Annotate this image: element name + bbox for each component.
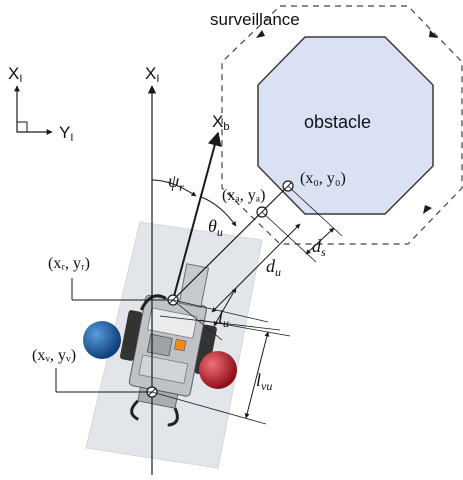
surveillance-direction-arrow <box>256 30 265 38</box>
surveillance-direction-arrow <box>423 205 432 214</box>
psi-angle-arc <box>151 179 197 197</box>
obstacle <box>257 36 434 215</box>
avoidance-point-label: (xₐ, yₐ) <box>222 187 265 204</box>
inertial-frame-legend: XI YI <box>8 64 73 144</box>
svg-text:XI: XI <box>8 64 22 85</box>
svg-text:θu: θu <box>208 216 223 239</box>
red-ball <box>199 351 237 389</box>
inertial-x-small-subscript: I <box>19 73 22 85</box>
psi-label: ψ <box>168 171 180 191</box>
theta-label: θ <box>208 216 217 236</box>
ds-subscript: s <box>321 245 326 259</box>
inertial-x-main-subscript: I <box>156 73 159 85</box>
svg-text:Xb: Xb <box>212 112 229 133</box>
svg-text:du: du <box>266 256 281 279</box>
svg-text:YI: YI <box>59 123 73 144</box>
psi-subscript: r <box>179 180 184 194</box>
du-subscript: u <box>275 265 281 279</box>
lvu-dimension-line <box>244 331 270 419</box>
theta-angle-arc <box>200 196 237 227</box>
inertial-x-small-label: X <box>8 64 19 83</box>
body-x-axis <box>172 131 222 301</box>
lu-dimension-line <box>213 287 237 327</box>
theta-subscript: u <box>217 225 223 239</box>
surveillance-label: surveillance <box>210 10 300 29</box>
robot-image <box>83 221 263 469</box>
body-x-subscript: b <box>223 121 229 133</box>
inertial-y-small-label: Y <box>59 123 70 142</box>
surveillance-direction-arrow <box>429 30 438 38</box>
rear-point-label: (xᵥ, yᵥ) <box>32 347 76 364</box>
obstacle-label: obstacle <box>304 112 371 132</box>
svg-text:lu: lu <box>218 307 229 330</box>
lvu-subscript: vu <box>261 379 272 393</box>
ds-label: d <box>312 236 322 256</box>
du-label: d <box>266 256 276 276</box>
inertial-x-main-label: X <box>145 64 156 83</box>
body-x-label: X <box>212 112 223 131</box>
svg-text:ds: ds <box>312 236 326 259</box>
robot-point-label: (xᵣ, yᵣ) <box>48 255 90 272</box>
svg-text:lvu: lvu <box>256 370 272 393</box>
inertial-y-small-subscript: I <box>70 132 73 144</box>
svg-text:ψr: ψr <box>168 171 184 194</box>
lu-label: l <box>218 307 223 327</box>
lvu-label: l <box>256 370 261 390</box>
ds-dimension-line <box>305 227 335 255</box>
svg-text:XI: XI <box>145 64 159 85</box>
surveillance-boundary <box>221 5 463 245</box>
blue-ball <box>83 321 121 359</box>
obstacle-point-label: (x₀, y₀) <box>300 170 346 187</box>
lu-subscript: u <box>223 316 229 330</box>
